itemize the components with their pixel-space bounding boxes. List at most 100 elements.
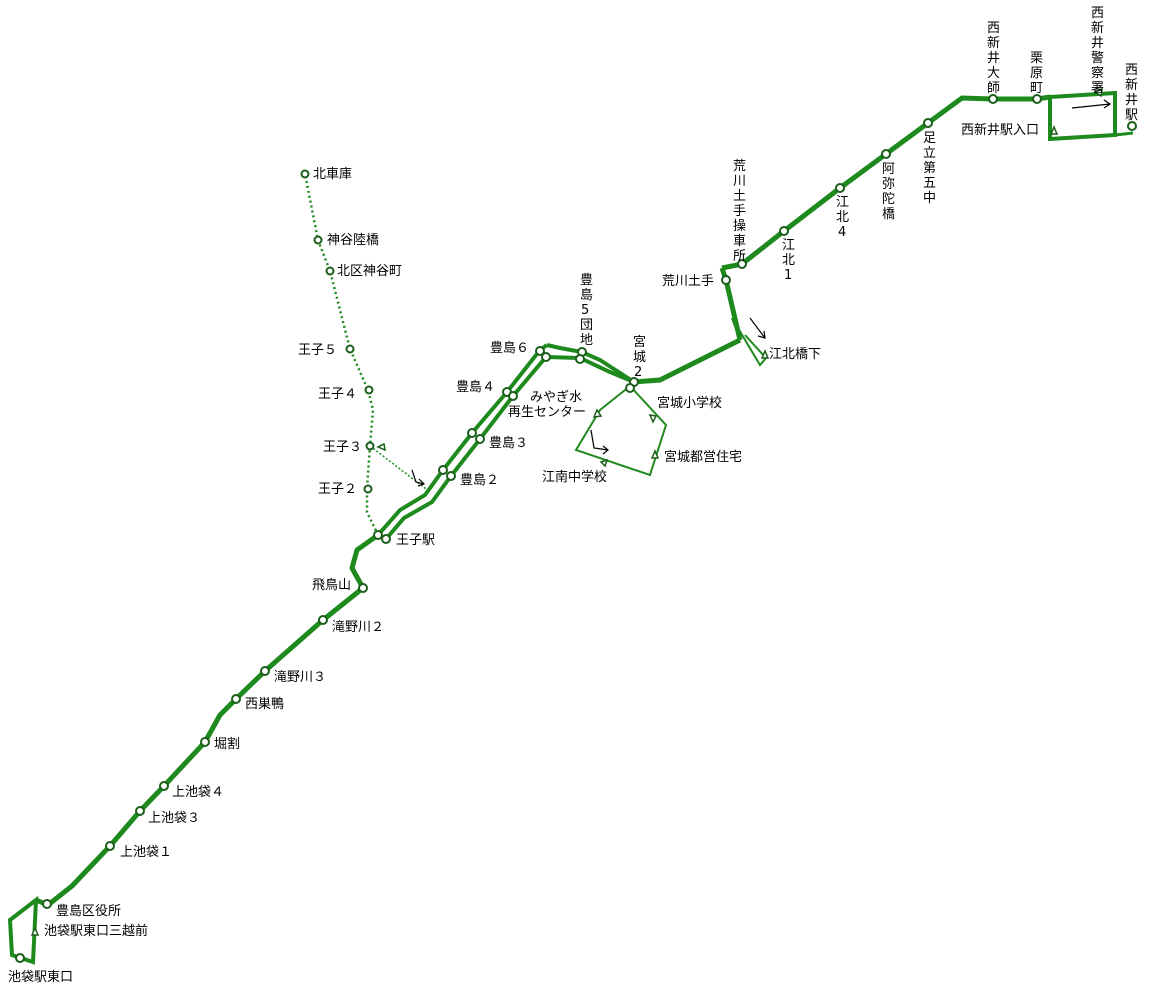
label-oji-station: 王子駅 [396, 533, 435, 548]
arrow-down-icon [749, 317, 766, 339]
label-ikebukuro-mitsukoshi: 池袋駅東口三越前 [44, 923, 148, 939]
stations [15, 94, 1137, 963]
label-kita-kamiya: 北区神谷町 [337, 264, 402, 279]
main-line-north-a [376, 343, 549, 537]
station-labels: 池袋駅東口 池袋駅東口三越前 豊島区役所 上池袋１ 上池袋３ 上池袋４ 堀割 西… [8, 6, 1138, 985]
stop-toshima3-b[interactable] [475, 434, 485, 444]
label-kami1: 上池袋１ [120, 845, 172, 860]
one-way-marker-icon [1093, 87, 1103, 98]
label-toshima4: 豊島４ [456, 380, 495, 395]
one-way-marker-icon [650, 449, 660, 459]
stop-toshima2-a[interactable] [438, 465, 448, 475]
stop-kamiya-bridge[interactable] [313, 235, 323, 245]
main-line-top-b [545, 355, 635, 384]
label-oji2: 王子２ [318, 482, 357, 497]
label-kuriharacho: 栗原町 [1030, 51, 1043, 96]
label-kamiya-bridge: 神谷陸橋 [327, 232, 379, 248]
stop-kami4[interactable] [159, 781, 169, 791]
label-miyagi-housing: 宮城都営住宅 [664, 449, 742, 465]
ikebukuro-loop [7, 895, 39, 965]
label-arakawa-dote: 荒川土手 [662, 274, 714, 289]
arrow-turn-icon [411, 469, 426, 487]
stop-nishiarai-station[interactable] [1127, 121, 1137, 131]
stop-kami3[interactable] [135, 806, 145, 816]
stop-kami1[interactable] [105, 841, 115, 851]
one-way-marker-icon [599, 458, 609, 468]
stop-kohoku4[interactable] [835, 183, 845, 193]
stop-takino2[interactable] [318, 615, 328, 625]
stop-asukayama[interactable] [358, 583, 368, 593]
stop-horiwari[interactable] [200, 737, 210, 747]
nishiarai-loop [1048, 90, 1117, 142]
stop-ikebukuro-east[interactable] [15, 953, 25, 963]
label-toshima6: 豊島６ [490, 341, 529, 356]
stop-nishisugamo[interactable] [231, 694, 241, 704]
stop-takino3[interactable] [260, 666, 270, 676]
oji3-spur [369, 445, 431, 493]
label-horiwari: 堀割 [214, 736, 240, 752]
stop-adachi5[interactable] [923, 118, 933, 128]
stop-arakawa-depot[interactable] [737, 259, 747, 269]
label-oji3: 王子３ [323, 440, 362, 455]
route-lines [7, 90, 1134, 965]
label-nishiarai-daishi: 西新井大師 [987, 21, 1000, 96]
one-way-marker-icon [30, 926, 40, 936]
label-nishiarai-police: 西新井警察署 [1091, 6, 1104, 96]
stop-kuriharacho[interactable] [1032, 94, 1042, 104]
label-kami4: 上池袋４ [172, 785, 224, 800]
label-miyagi-water: みやぎ水再生センター [508, 390, 586, 420]
miyagi-loop [574, 384, 668, 477]
label-konan-bridge: 江北橋下 [769, 347, 821, 362]
stop-nishiarai-daishi[interactable] [988, 94, 998, 104]
stop-arakawa-dote[interactable] [721, 275, 731, 285]
stop-oji4[interactable] [364, 385, 374, 395]
stop-toshima5-b[interactable] [575, 354, 585, 364]
stop-toshima6-a[interactable] [535, 346, 545, 356]
stop-oji5[interactable] [345, 344, 355, 354]
stop-toshima4-b[interactable] [508, 391, 518, 401]
one-way-marker-icon [760, 349, 770, 359]
nishiarai-spur [1114, 131, 1134, 137]
stop-miyagi2-b[interactable] [625, 383, 635, 393]
label-amidabashi: 阿弥陀橋 [882, 162, 895, 222]
label-adachi5: 足立第五中 [923, 131, 936, 206]
one-way-marker-icon [1049, 125, 1059, 135]
stop-toshima6-b[interactable] [541, 352, 551, 362]
stop-toshima-office[interactable] [42, 899, 52, 909]
stop-oji3[interactable] [365, 441, 375, 451]
one-way-marker-icon [376, 442, 386, 452]
one-way-marker-icon [648, 414, 658, 424]
label-oji4: 王子４ [318, 387, 357, 402]
label-toshima2: 豊島２ [460, 473, 499, 488]
label-miyagi-school: 宮城小学校 [657, 395, 722, 411]
label-arakawa-depot: 荒川土手操車所 [733, 159, 746, 264]
stop-oji2[interactable] [363, 484, 373, 494]
label-takino2: 滝野川２ [332, 620, 384, 635]
stop-toshima2-b[interactable] [446, 471, 456, 481]
label-toshima3: 豊島３ [489, 436, 528, 451]
main-line-east [633, 337, 742, 385]
one-way-markers [30, 87, 1103, 936]
stop-kohoku1[interactable] [779, 226, 789, 236]
stop-amidabashi[interactable] [881, 149, 891, 159]
label-toshima-office: 豊島区役所 [56, 904, 121, 919]
stop-toshima3-a[interactable] [467, 428, 477, 438]
label-kami3: 上池袋３ [148, 811, 200, 826]
stop-kita-depot[interactable] [300, 169, 310, 179]
oji-depot-branch [303, 173, 380, 536]
main-line-south [35, 532, 380, 908]
label-nishiarai-station: 西新井駅 [1125, 63, 1138, 123]
stop-oji-b[interactable] [381, 534, 391, 544]
stop-oji-a[interactable] [373, 530, 383, 540]
label-kita-depot: 北車庫 [313, 167, 352, 182]
stop-kita-kamiya[interactable] [325, 266, 335, 276]
direction-arrows [411, 99, 1112, 487]
label-konan-school: 江南中学校 [542, 469, 607, 485]
one-way-marker-icon [592, 408, 603, 418]
label-takino3: 滝野川３ [274, 670, 326, 685]
arrow-right-icon [1071, 99, 1112, 109]
